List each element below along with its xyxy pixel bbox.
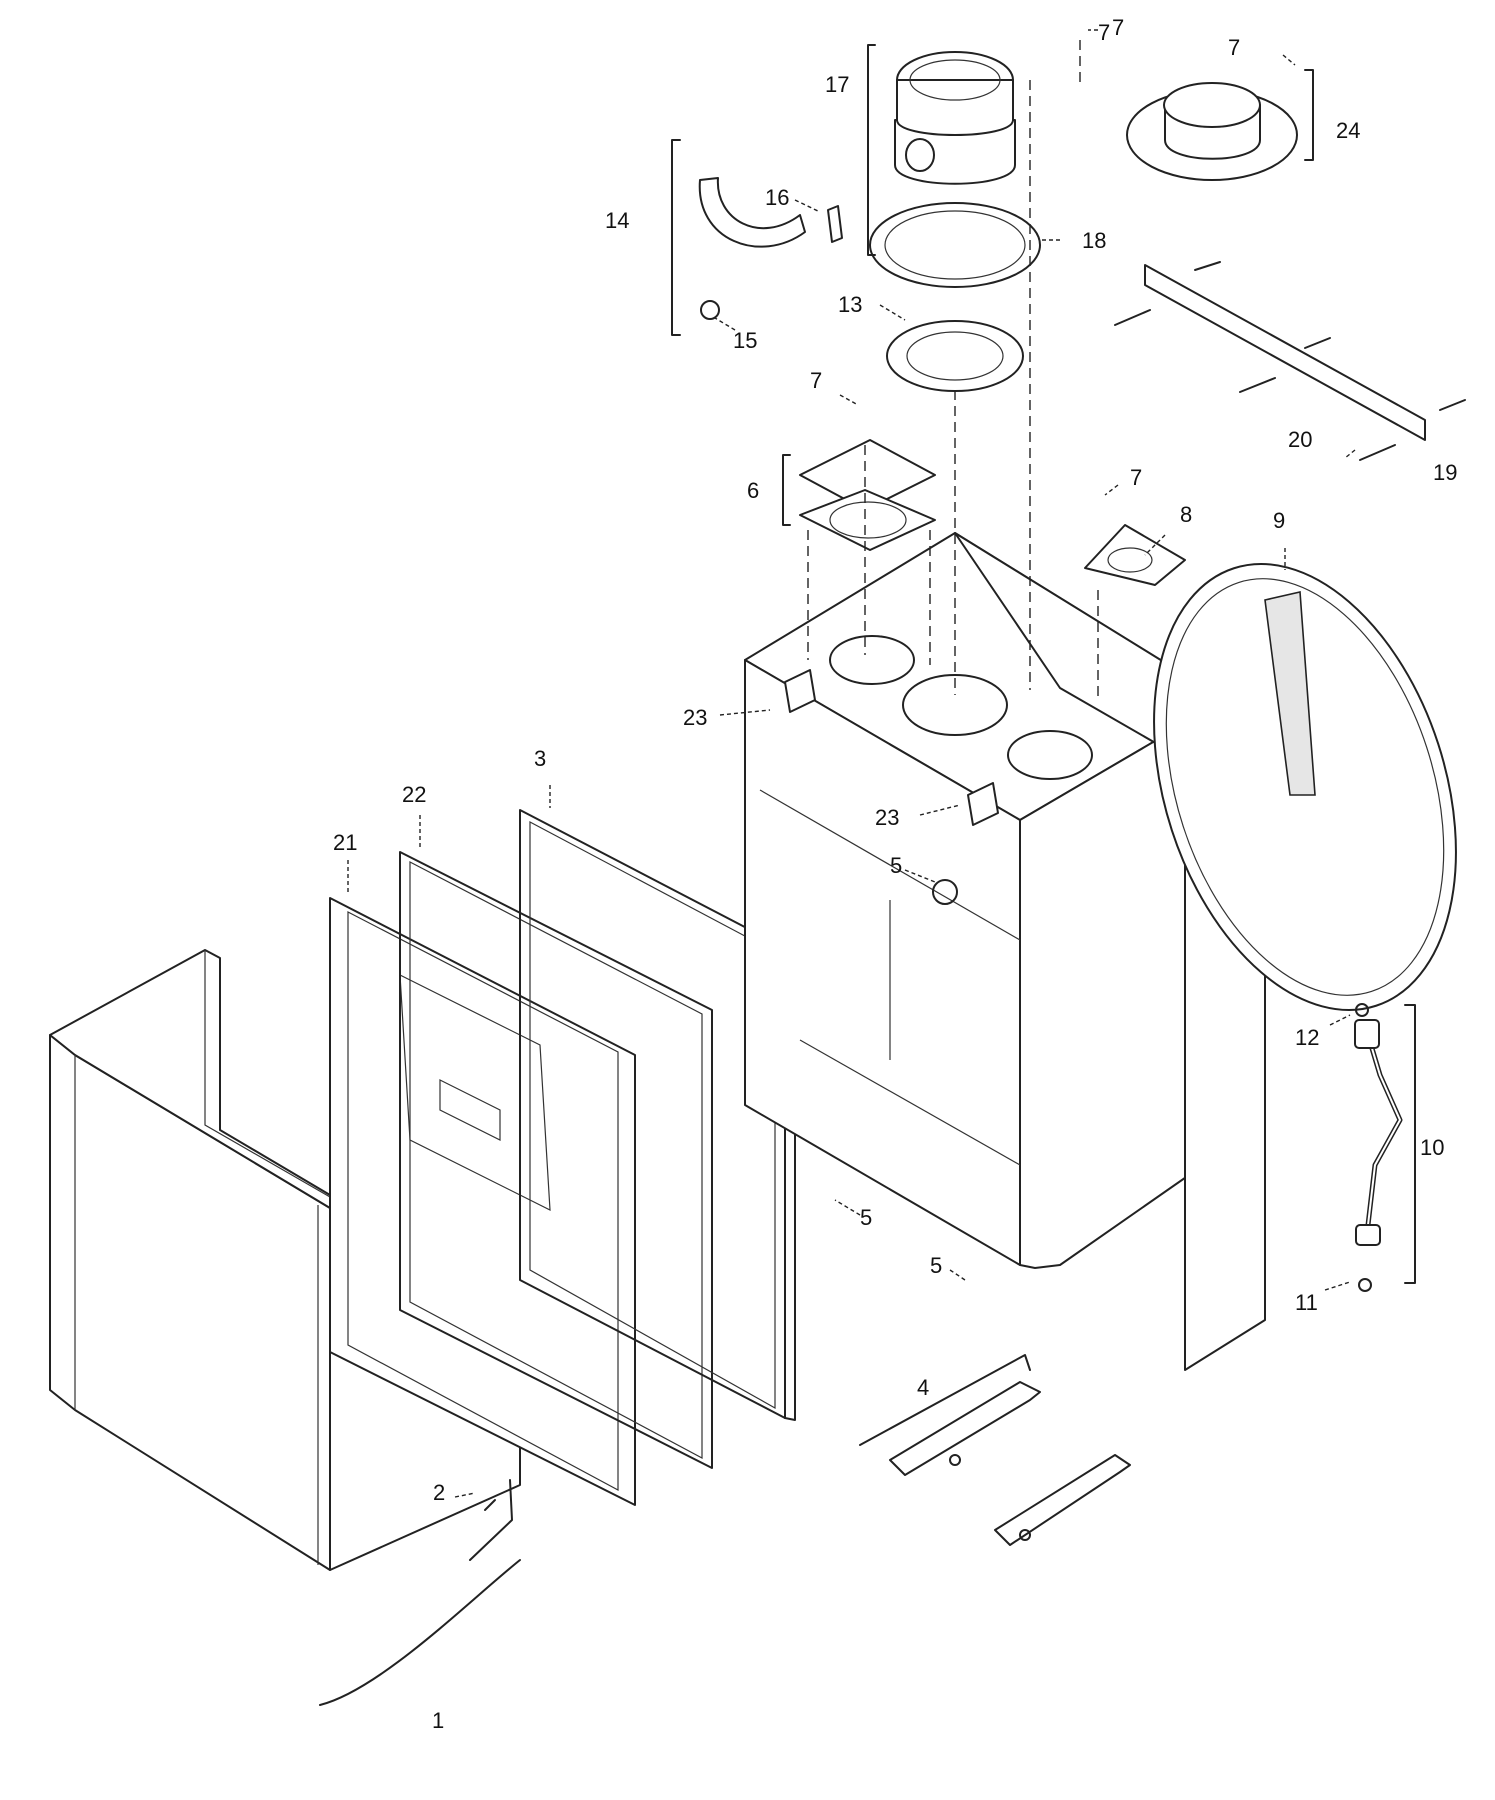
main-housing-part [744,532,1266,1371]
callout-label: 7 [1112,15,1124,40]
callout-label: 1 [432,1708,444,1733]
leader-arrows [347,29,1356,1498]
flue-assembly-part [867,44,1041,392]
adaptor-part [1126,69,1314,181]
callout-label: 18 [1082,228,1106,253]
clip-parts [784,669,999,826]
callout-label: 5 [890,853,902,878]
bracket-line-1 [319,1559,521,1706]
callout-label: 12 [1295,1025,1319,1050]
callout-label: 23 [875,805,899,830]
callout-label: 20 [1288,427,1312,452]
callout-label: 5 [930,1253,942,1278]
clamp-part [671,139,843,336]
seal-frame-part [399,851,713,1469]
callout-label: 7 [810,368,822,393]
callout-label: 7 [1098,20,1110,45]
callout-label: 16 [765,185,789,210]
callout-label: 11 [1295,1290,1318,1315]
callout-label: 14 [605,208,629,233]
hinge-brackets-part [859,1354,1131,1546]
callout-label: 5 [860,1205,872,1230]
callout-label: 24 [1336,118,1360,143]
callout-label: 13 [838,292,862,317]
cover-plate-part [782,439,936,551]
callout-label: 22 [402,782,426,807]
pipe-part [1354,1004,1416,1284]
callout-labels: 1 2 3 4 5 5 5 6 7 7 7 7 7 8 9 10 11 12 1… [333,15,1457,1733]
callout-label: 6 [747,478,759,503]
expansion-vessel-part [1153,563,1457,1011]
callout-label: 17 [825,72,849,97]
callout-label: 21 [333,830,357,855]
callout-label: 4 [917,1375,929,1400]
alignment-lines [807,40,1099,700]
wall-bracket-part [1114,261,1466,461]
callout-label: 19 [1433,460,1457,485]
front-panel-part [329,897,636,1506]
callout-label: 7 [1130,465,1142,490]
callout-label: 9 [1273,508,1285,533]
callout-label: 10 [1420,1135,1444,1160]
callout-label: 23 [683,705,707,730]
callout-label: 8 [1180,502,1192,527]
callout-label: 3 [534,746,546,771]
callout-label: 7 [1228,35,1240,60]
gasket-part [1084,524,1186,586]
screw-part-2 [469,1479,513,1561]
callout-label: 15 [733,328,757,353]
callout-label: 2 [433,1480,445,1505]
